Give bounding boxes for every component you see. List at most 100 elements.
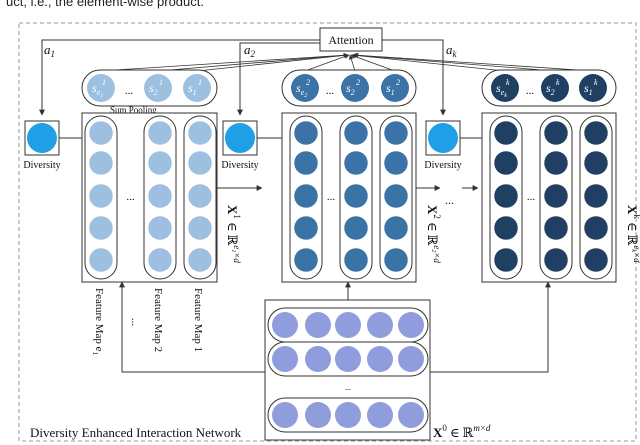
input-node [398,312,424,338]
layer-label-2: X2∈ℝe2×d [425,205,442,263]
feature-map-column [379,115,413,280]
diversity-label: Diversity [23,160,60,171]
embedding-node [187,150,213,176]
input-node [367,312,393,338]
svg-text:Feature Map 2: Feature Map 2 [152,288,164,352]
weight-label-a2: a2 [244,42,256,59]
embedding-node [293,120,319,146]
sum-pooling-label: Sum Pooling [110,105,157,115]
weight-label-ak: ak [446,42,458,59]
input-row [267,307,429,343]
embedding-node [583,215,609,241]
pooled-ellipsis: ... [125,85,134,97]
pooled-node-label: s1k [584,78,598,97]
embedding-node [88,183,114,209]
embedding-node [147,215,173,241]
input-node [305,312,331,338]
pooled-node [291,74,319,102]
embedding-node [293,150,319,176]
diversity-block-2: Diversity [221,120,282,171]
pooled-ellipsis: ... [526,85,535,97]
embedding-node [383,215,409,241]
input-connections [119,281,551,373]
diversity-node [27,123,57,153]
input-row [267,397,429,433]
embedding-node [383,247,409,273]
pooled-node [541,74,569,102]
attention-label: Attention [328,33,373,47]
pooled-group-2: se22 s22 s12... [281,69,417,107]
pooled-node-label: s12 [386,78,400,97]
input-node [272,312,298,338]
diversity-label: Diversity [424,160,461,171]
feature-map-column [489,115,523,280]
weight-lines [39,39,446,116]
pooled-node [381,74,409,102]
layer-k: ... [481,112,617,283]
embedding-node [293,247,319,273]
feature-map-column [84,115,118,280]
feature-map-column [339,115,373,280]
embedding-node [187,247,213,273]
feature-map-label: Feature Map 2 [152,288,164,352]
input-node [398,402,424,428]
pooled-node [144,74,172,102]
embedding-node [493,150,519,176]
pooled-node-label: s2k [546,78,560,97]
embedding-node [147,247,173,273]
feature-map-label: Feature Map e1 [91,288,105,356]
feature-map-column [539,115,573,280]
input-node [305,402,331,428]
pooled-node-label: s11 [188,78,202,97]
svg-text:Feature Map 1: Feature Map 1 [192,288,204,352]
embedding-node [187,120,213,146]
layer-gap-ellipsis: ... [445,193,454,207]
pooled-node-label: se11 [92,78,106,99]
pooled-node [579,74,607,102]
svg-text:Feature Map e1: Feature Map e1 [91,288,105,356]
embedding-node [187,215,213,241]
input-node [367,346,393,372]
layer-label-1: X1∈ℝe1×d [225,205,242,263]
pooled-node-label: s22 [346,78,360,97]
layer-label-k: Xk∈ℝek×d [625,205,640,263]
svg-text:X1∈ℝe1×d: X1∈ℝe1×d [225,205,242,263]
embedding-node [583,120,609,146]
pooled-node-label: s21 [149,78,163,97]
column-ellipsis: ... [527,191,536,203]
embedding-node [343,120,369,146]
weight-label-a1: a1 [44,42,55,59]
embedding-node [88,150,114,176]
pooled-ellipsis: ... [326,85,335,97]
feature-map-label: Feature Map 1 [192,288,204,352]
embedding-node [147,120,173,146]
diversity-label: Diversity [221,160,258,171]
embedding-node [543,247,569,273]
diversity-node [428,123,458,153]
embedding-node [543,183,569,209]
embedding-node [293,183,319,209]
embedding-node [147,150,173,176]
input-ellipsis: ... [345,383,351,392]
embedding-node [88,247,114,273]
pooled-node [183,74,211,102]
feature-map-column [143,115,177,280]
input-node [335,346,361,372]
embedding-node [583,150,609,176]
embedding-node [383,183,409,209]
embedding-node [383,120,409,146]
embedding-node [543,215,569,241]
pooled-node [341,74,369,102]
input-node [305,346,331,372]
svg-text:X2∈ℝe2×d: X2∈ℝe2×d [425,205,442,263]
embedding-node [88,120,114,146]
feature-map-column [579,115,613,280]
input-block: ... [264,299,431,441]
embedding-node [543,120,569,146]
pooled-node-label: se22 [296,78,310,99]
feature-map-label-ellipsis: ... [129,318,141,327]
diversity-block-1: Diversity [23,120,82,171]
